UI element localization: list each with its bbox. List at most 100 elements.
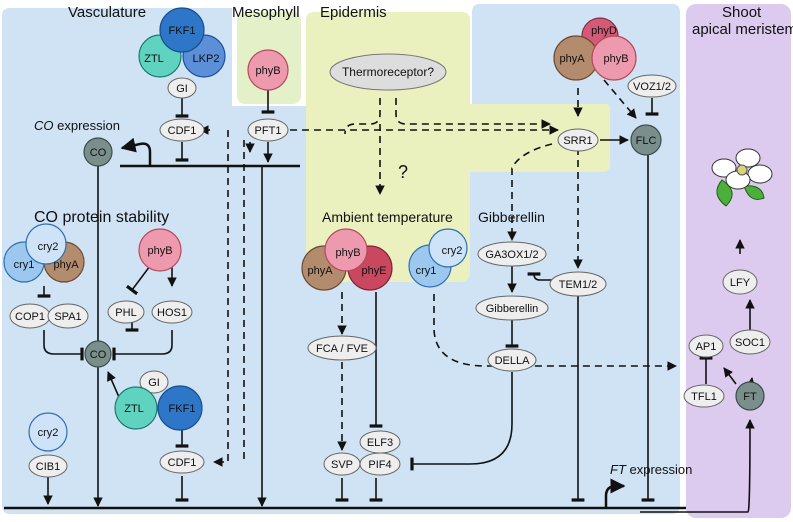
pft1-node (247, 118, 289, 142)
phl-node (107, 300, 145, 324)
cdf1-bottom-node (159, 450, 205, 474)
phyd-label: phyD (591, 25, 617, 37)
phyb-mesophyll-label: phyB (255, 65, 280, 77)
pif4-node (359, 452, 401, 476)
phya-top-label: phyA (559, 53, 585, 65)
pft1-label: PFT1 (255, 125, 282, 137)
svp-label: SVP (331, 459, 353, 471)
phyb-amb-node (324, 228, 368, 272)
cdf1-top-node (159, 118, 205, 142)
tfl1-node (683, 384, 725, 408)
co-mid-label: CO (90, 349, 107, 361)
hos1-node (151, 300, 193, 324)
edges (4, 79, 756, 513)
srr1-node (557, 128, 599, 152)
gibberellin-label: Gibberellin (486, 303, 539, 315)
fca-label: FCA / FVE (316, 343, 368, 355)
cry2-b-node (28, 412, 68, 452)
gi-mid-label: GI (148, 377, 160, 389)
della-node (487, 348, 537, 372)
ga3ox-node (477, 241, 547, 267)
ft-expression-arrow (604, 478, 626, 508)
gi-top-node (167, 77, 197, 99)
gi-mid-node (139, 370, 169, 394)
soc1-node (729, 329, 771, 355)
tfl1-label: TFL1 (691, 391, 717, 403)
cdf1-bottom-label: CDF1 (168, 457, 197, 469)
fkf1-top-node (159, 7, 205, 53)
phyb-top-node (591, 35, 637, 81)
tem-label: TEM1/2 (559, 279, 598, 291)
cry2-c-node (428, 228, 468, 268)
gibberellin-title-label: Gibberellin (478, 209, 545, 225)
pif4-label: PIF4 (368, 459, 391, 471)
question-mark: ? (398, 162, 408, 182)
co-expression-arrow (120, 137, 152, 166)
thermoreceptor-node (329, 53, 447, 91)
fkf1-top-label: FKF1 (169, 25, 196, 37)
flc-label: FLC (636, 135, 657, 147)
ztl-top-label: ZTL (144, 53, 164, 65)
region-vasculature: Vasculature (68, 4, 146, 21)
fca-node (307, 335, 377, 361)
lfy-label: LFY (730, 277, 751, 289)
cdf1-top-label: CDF1 (168, 125, 197, 137)
ft-label: FT (743, 391, 757, 403)
co-protein-stability-label: CO protein stability (34, 209, 169, 226)
co-top-node (83, 137, 113, 167)
region-mesophyll: Mesophyll (232, 4, 300, 21)
della-label: DELLA (495, 355, 531, 367)
phyb-amb-label: phyB (335, 247, 360, 259)
lfy-node (722, 269, 758, 295)
ft-node (735, 381, 765, 411)
flower-icon (711, 148, 773, 207)
nodes: FKF1 ZTL LKP2 GI CDF1 phyB PFT1 Thermore… (3, 7, 773, 478)
cib1-node (28, 454, 68, 478)
meristem-region (686, 4, 791, 518)
spa1-node (47, 303, 89, 329)
phyb-top-label: phyB (603, 53, 628, 65)
cop1-label: COP1 (15, 311, 45, 323)
co-mid-node (84, 340, 112, 368)
phyb-co-node (138, 228, 182, 272)
region-meristem-line1: Shoot (722, 4, 762, 21)
ztl-mid-label: ZTL (124, 403, 144, 415)
ap1-node (688, 334, 724, 358)
phya-a-label: phyA (53, 259, 79, 271)
hos1-label: HOS1 (157, 307, 187, 319)
fkf1-mid-node (157, 385, 203, 431)
cry2-a-node (25, 223, 67, 265)
cib1-label: CIB1 (36, 461, 60, 473)
phya-amb-label: phyA (307, 265, 333, 277)
ambient-temperature-label: Ambient temperature (322, 209, 453, 225)
flc-node (630, 124, 662, 156)
lkp2-label: LKP2 (193, 53, 220, 65)
cry1-a-label: cry1 (14, 259, 35, 271)
cry2-b-label: cry2 (38, 427, 59, 439)
phye-label: phyE (361, 265, 386, 277)
region-epidermis: Epidermis (320, 4, 387, 21)
srr1-label: SRR1 (563, 135, 592, 147)
voz-node (627, 74, 677, 98)
ztl-mid-node (114, 386, 158, 430)
phyb-mesophyll-node (247, 49, 289, 91)
co-top-label: CO (90, 147, 107, 159)
tem-node (549, 271, 607, 297)
spa1-label: SPA1 (54, 311, 81, 323)
ap1-label: AP1 (696, 341, 717, 353)
ga3ox-label: GA3OX1/2 (485, 249, 538, 261)
cry2-c-label: cry2 (442, 245, 463, 257)
phyb-co-label: phyB (147, 245, 172, 257)
fkf1-mid-label: FKF1 (169, 403, 196, 415)
phl-label: PHL (115, 307, 136, 319)
cry1-c-label: cry1 (416, 265, 437, 277)
soc1-label: SOC1 (735, 337, 765, 349)
co-expression-label: CO expression (34, 118, 120, 133)
ft-expression-label: FT expression (610, 462, 692, 477)
voz-label: VOZ1/2 (633, 81, 671, 93)
gibberellin-node (475, 295, 549, 321)
thermoreceptor-label: Thermoreceptor? (342, 65, 434, 79)
gi-top-label: GI (176, 83, 188, 95)
